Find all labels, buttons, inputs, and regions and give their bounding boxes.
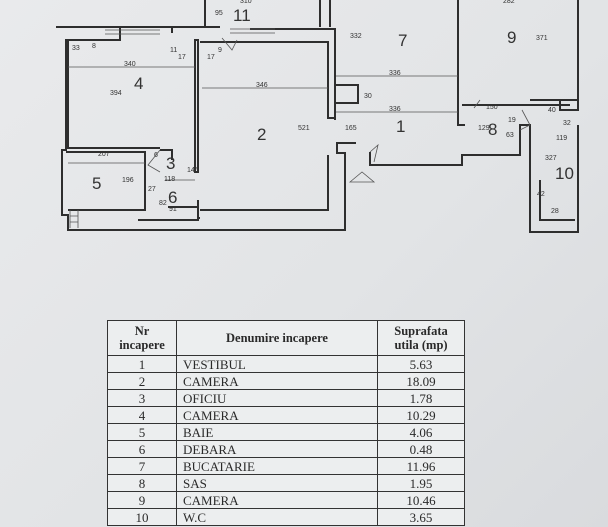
room-area-table: Nr incapere Denumire incapere Suprafata …: [107, 320, 465, 526]
room-name-cell: OFICIU: [176, 389, 378, 407]
dimension-label: 9: [218, 47, 222, 54]
room-label: 3: [166, 154, 175, 173]
room-number-cell: 2: [107, 372, 177, 390]
room-label: 2: [257, 125, 266, 144]
room-label: 11: [233, 6, 251, 25]
dimension-label: 521: [298, 125, 310, 132]
dimension-label: 327: [545, 155, 557, 162]
dimension-label: 19: [508, 117, 516, 124]
room-number-cell: 7: [107, 457, 177, 475]
dimension-label: 371: [536, 35, 548, 42]
header-name: Denumire incapere: [176, 320, 378, 356]
dimension-label: 95: [215, 10, 223, 17]
room-area-cell: 10.29: [377, 406, 465, 424]
room-label: 1: [396, 117, 405, 136]
room-area-cell: 11.96: [377, 457, 465, 475]
dimension-label: 8: [92, 43, 96, 50]
room-number-cell: 6: [107, 440, 177, 458]
room-label: 7: [398, 31, 407, 50]
room-area-cell: 18.09: [377, 372, 465, 390]
dimension-label: 196: [122, 177, 134, 184]
room-number-cell: 9: [107, 491, 177, 509]
room-area-cell: 0.48: [377, 440, 465, 458]
room-area-cell: 3.65: [377, 508, 465, 526]
dimension-label: 145: [187, 167, 199, 174]
dimension-label: 11: [170, 47, 177, 54]
dimension-label: 282: [503, 0, 515, 5]
floor-plan: 11 7 9 4 2 1 8 3 5 6 10 310 95 332 282 3…: [56, 0, 579, 233]
room-area-cell: 1.78: [377, 389, 465, 407]
room-label: 6: [168, 188, 177, 207]
dimension-label: 91: [169, 206, 177, 213]
room-name-cell: BAIE: [176, 423, 378, 441]
dimension-label: 82: [159, 200, 167, 207]
dimension-label: 207: [98, 151, 110, 158]
room-area-cell: 1.95: [377, 474, 465, 492]
dimension-label: 129: [478, 125, 490, 132]
room-labels: 11 7 9 4 2 1 8 3 5 6 10: [92, 6, 574, 207]
room-name-cell: BUCATARIE: [176, 457, 378, 475]
room-area-cell: 10.46: [377, 491, 465, 509]
dimension-label: 6: [154, 152, 158, 159]
room-label: 5: [92, 174, 101, 193]
room-label: 8: [488, 120, 497, 139]
dimension-label: 336: [389, 106, 401, 113]
dimension-label: 28: [551, 208, 559, 215]
dimension-label: 346: [256, 82, 268, 89]
dimension-label: 32: [563, 120, 571, 127]
room-number-cell: 4: [107, 406, 177, 424]
dimension-label: 332: [350, 33, 362, 40]
room-name-cell: CAMERA: [176, 406, 378, 424]
dimension-label: 33: [72, 45, 80, 52]
walls: [56, 0, 579, 233]
dimension-label: 40: [548, 107, 556, 114]
room-number-cell: 1: [107, 355, 177, 373]
dimension-label: 17: [178, 54, 186, 61]
dimension-label: 310: [240, 0, 252, 5]
dimension-labels: 310 95 332 282 371 33 8 11 17 9 17 340 3…: [72, 0, 571, 215]
table-header-row: Nr incapere Denumire incapere Suprafata …: [107, 320, 465, 356]
dimension-label: 63: [506, 132, 514, 139]
room-label: 9: [507, 28, 516, 47]
header-nr: Nr incapere: [107, 320, 177, 356]
header-area: Suprafata utila (mp): [377, 320, 465, 356]
room-area-cell: 5.63: [377, 355, 465, 373]
room-number-cell: 5: [107, 423, 177, 441]
room-name-cell: CAMERA: [176, 372, 378, 390]
dimension-label: 30: [364, 93, 372, 100]
dimension-label: 165: [345, 125, 357, 132]
room-name-cell: CAMERA: [176, 491, 378, 509]
room-label: 10: [555, 164, 574, 183]
dimension-label: 150: [486, 104, 498, 111]
room-name-cell: DEBARA: [176, 440, 378, 458]
dimension-label: 336: [389, 70, 401, 77]
dimension-label: 42: [537, 191, 545, 198]
room-area-cell: 4.06: [377, 423, 465, 441]
room-number-cell: 10: [107, 508, 177, 526]
dimension-label: 17: [207, 54, 215, 61]
dimension-label: 119: [556, 135, 567, 142]
dimension-label: 27: [148, 186, 156, 193]
room-number-cell: 8: [107, 474, 177, 492]
room-label: 4: [134, 74, 143, 93]
dimension-label: 118: [164, 176, 175, 183]
room-number-cell: 3: [107, 389, 177, 407]
dimension-label: 394: [110, 90, 122, 97]
room-name-cell: W.C: [176, 508, 378, 526]
room-name-cell: VESTIBUL: [176, 355, 378, 373]
room-name-cell: SAS: [176, 474, 378, 492]
dimension-label: 340: [124, 61, 136, 68]
